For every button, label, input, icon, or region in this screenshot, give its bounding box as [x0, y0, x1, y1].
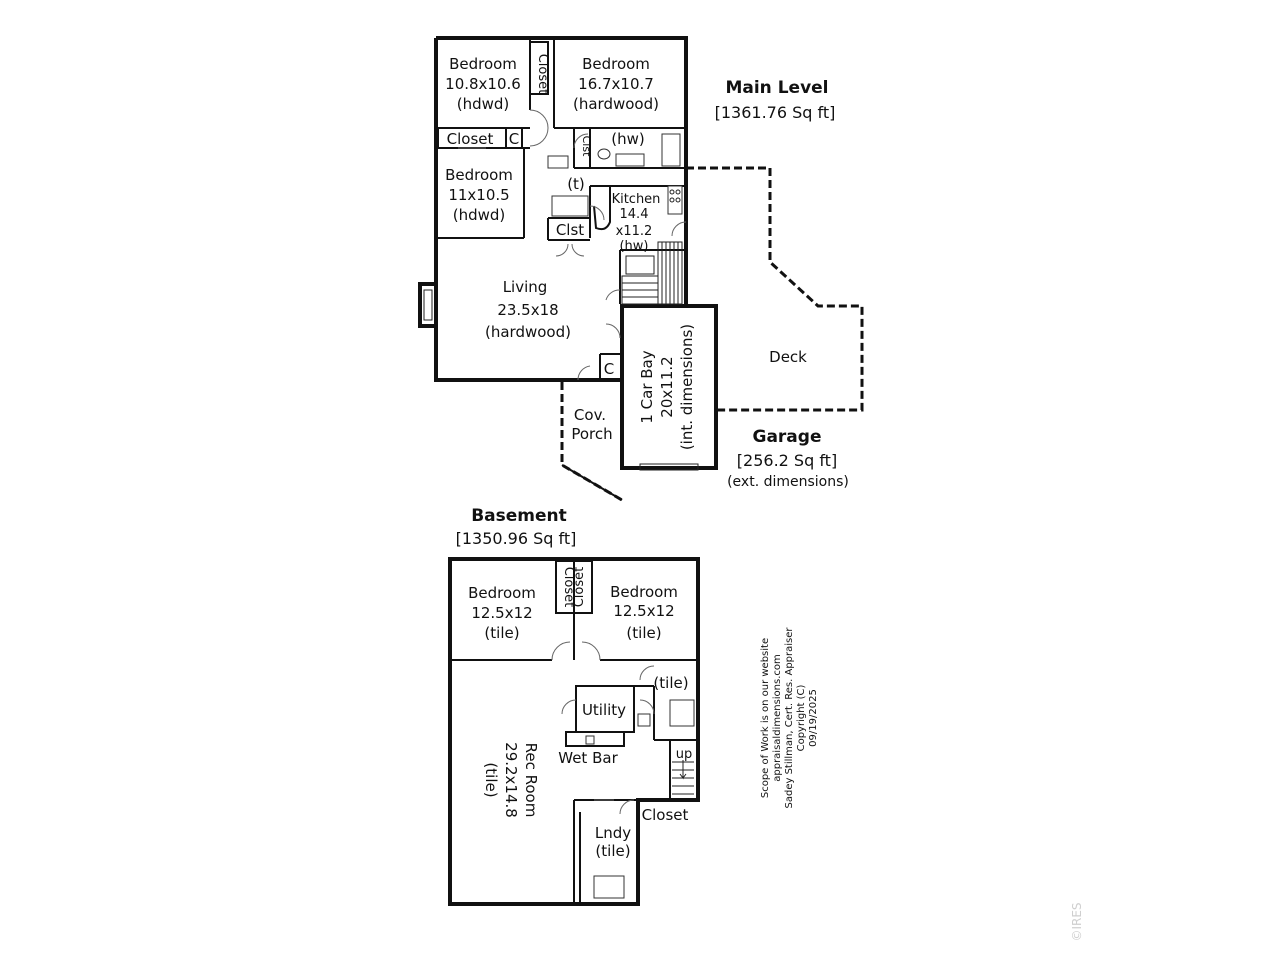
svg-text:29.2x14.8: 29.2x14.8	[502, 742, 520, 818]
svg-text:(hdwd): (hdwd)	[457, 95, 510, 113]
svg-text:x11.2: x11.2	[616, 224, 653, 239]
svg-text:11x10.5: 11x10.5	[448, 186, 509, 204]
garage-title: Garage	[753, 427, 822, 447]
svg-text:(tile): (tile)	[626, 624, 661, 642]
basement-bedroom-left-label: Bedroom 12.5x12 (tile)	[468, 584, 536, 642]
svg-text:20x11.2: 20x11.2	[658, 356, 676, 417]
main-doors	[458, 109, 687, 381]
basement-closet-bottom-label: Closet	[642, 806, 689, 824]
svg-text:Bedroom: Bedroom	[445, 166, 513, 184]
svg-text:appraisaldimensions.com: appraisaldimensions.com	[772, 654, 783, 782]
closet-right-box	[573, 560, 593, 614]
svg-text:Rec Room: Rec Room	[522, 743, 540, 818]
closet-hall-label: Closet	[447, 130, 494, 148]
bedroom-3-label: Bedroom 11x10.5 (hdwd)	[445, 166, 513, 224]
svg-text:(int. dimensions): (int. dimensions)	[678, 324, 696, 450]
main-level-title: Main Level	[725, 78, 828, 98]
porch-label: Cov. Porch	[571, 406, 612, 443]
bedroom-1-label: Bedroom 10.8x10.6 (hdwd)	[445, 55, 521, 113]
svg-text:(hardwood): (hardwood)	[573, 95, 659, 113]
svg-text:Kitchen: Kitchen	[612, 192, 661, 207]
c-entry-label: C	[604, 360, 614, 378]
svg-text:Cov.: Cov.	[574, 406, 606, 424]
main-stairs	[621, 241, 683, 305]
clst-small-label: Clst	[580, 136, 593, 157]
basement-area: [1350.96 Sq ft]	[456, 529, 577, 548]
deck-label: Deck	[769, 348, 807, 366]
basement-plan: Basement [1350.96 Sq ft]	[448, 506, 700, 906]
watermark: ©IRES	[1070, 902, 1084, 941]
svg-text:Living: Living	[503, 278, 548, 296]
svg-text:(tile): (tile)	[595, 842, 630, 860]
svg-text:(tile): (tile)	[484, 624, 519, 642]
stairs-up-label: up	[676, 747, 693, 762]
basement-title: Basement	[471, 506, 567, 526]
laundry-label: Lndy (tile)	[595, 824, 631, 860]
credits-block: Scope of Work is on our website appraisa…	[760, 627, 819, 809]
svg-text:1 Car Bay: 1 Car Bay	[638, 350, 656, 423]
basement-doors	[551, 641, 655, 815]
car-bay-label: 1 Car Bay 20x11.2 (int. dimensions)	[638, 324, 696, 450]
svg-text:14.4: 14.4	[620, 207, 649, 222]
fireplace	[418, 282, 438, 328]
bath-t-label: (t)	[567, 175, 585, 193]
svg-text:Lndy: Lndy	[595, 824, 631, 842]
rec-room-label: Rec Room 29.2x14.8 (tile)	[482, 742, 540, 818]
c-small-label: C	[509, 130, 519, 148]
svg-text:(hardwood): (hardwood)	[485, 323, 571, 341]
kitchen-label: Kitchen 14.4 x11.2 (hw)	[612, 192, 661, 254]
svg-text:12.5x12: 12.5x12	[471, 604, 532, 622]
porch-outline	[560, 382, 623, 502]
svg-text:10.8x10.6: 10.8x10.6	[445, 75, 521, 93]
basement-closet-left-label: Closet	[561, 567, 576, 608]
svg-text:Bedroom: Bedroom	[449, 55, 517, 73]
bath-hw-label: (hw)	[611, 130, 644, 148]
closet-vertical-label: Closet	[535, 54, 550, 95]
svg-text:Sadey Stillman, Cert. Res. App: Sadey Stillman, Cert. Res. Appraiser	[784, 627, 795, 809]
main-outer-wall	[434, 36, 688, 382]
svg-text:(hw): (hw)	[619, 239, 648, 254]
svg-text:Porch: Porch	[571, 425, 612, 443]
basement-bath-label: (tile)	[653, 674, 688, 692]
wet-bar-label: Wet Bar	[558, 749, 618, 767]
basement-bedroom-right-label: Bedroom 12.5x12 (tile)	[610, 583, 678, 642]
garage-note: (ext. dimensions)	[727, 474, 849, 490]
svg-text:Scope of Work is on our websit: Scope of Work is on our website	[760, 638, 771, 798]
wet-bar-counter	[565, 731, 625, 747]
main-level-area: [1361.76 Sq ft]	[715, 103, 836, 122]
svg-text:Bedroom: Bedroom	[582, 55, 650, 73]
utility-label: Utility	[582, 701, 626, 719]
svg-text:Bedroom: Bedroom	[468, 584, 536, 602]
svg-text:Bedroom: Bedroom	[610, 583, 678, 601]
svg-text:Copyright (C): Copyright (C)	[796, 684, 807, 751]
bedroom-2-label: Bedroom 16.7x10.7 (hardwood)	[573, 55, 659, 113]
basement-stairs	[672, 760, 694, 795]
svg-text:(hdwd): (hdwd)	[453, 206, 506, 224]
svg-text:16.7x10.7: 16.7x10.7	[578, 75, 654, 93]
basement-closet-right-label: Closet	[572, 567, 587, 608]
svg-text:(tile): (tile)	[482, 762, 500, 797]
garage-outline	[620, 304, 718, 470]
svg-text:23.5x18: 23.5x18	[497, 301, 558, 319]
living-label: Living 23.5x18 (hardwood)	[485, 278, 571, 341]
closet-vertical-box	[529, 41, 549, 95]
clst-hall-label: Clst	[556, 221, 584, 239]
garage-door	[639, 463, 699, 471]
svg-text:12.5x12: 12.5x12	[613, 602, 674, 620]
garage-area: [256.2 Sq ft]	[737, 451, 837, 470]
svg-text:09/19/2025: 09/19/2025	[808, 689, 819, 747]
deck-outline	[686, 166, 864, 412]
main-level-plan: Bedroom 10.8x10.6 (hdwd) Closet Bedroom …	[418, 36, 864, 502]
